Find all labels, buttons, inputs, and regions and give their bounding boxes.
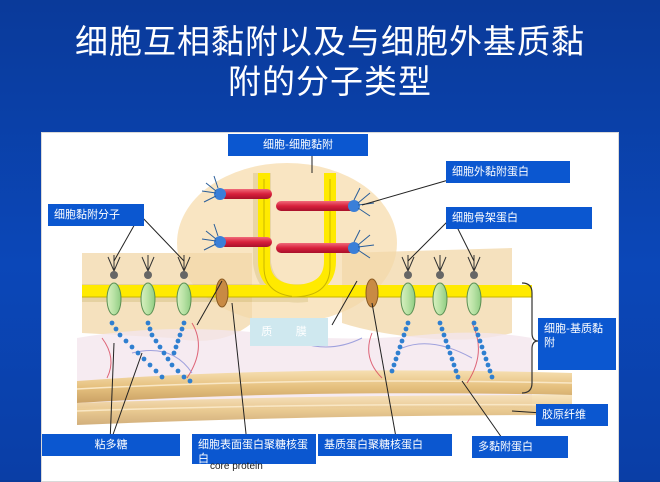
label-cell-surface-proteoglycan: 细胞表面蛋白聚糖核蛋白 [192, 434, 316, 465]
label-matrix: 质 膜 [250, 318, 328, 346]
collagen-fiber-1 [77, 370, 572, 403]
bridge-sugar-chains [201, 175, 375, 259]
left-adhesion-molecules [106, 255, 192, 316]
label-cytoskeletal-protein: 细胞骨架蛋白 [446, 207, 592, 229]
label-core-protein: core protein [210, 461, 263, 472]
label-cell-matrix-adhesion: 细胞-基质黏附 [538, 318, 616, 370]
right-adhesion-molecules [400, 255, 482, 316]
adhesion-diagram [76, 145, 573, 444]
label-matrix-proteoglycan: 基质蛋白聚糖核蛋白 [318, 434, 452, 456]
title-line-1: 细胞互相黏附以及与细胞外基质黏 [75, 22, 585, 61]
left-proteoglycan-core [215, 278, 229, 308]
label-cell-cell-adhesion: 细胞-细胞黏附 [228, 134, 368, 156]
label-collagen-fiber: 胶原纤维 [536, 404, 608, 426]
label-extracellular-adhesion-protein: 细胞外黏附蛋白 [446, 161, 570, 183]
adhesion-bridge-2a [220, 237, 272, 247]
bridge-caps [214, 188, 360, 254]
diagram-panel [41, 132, 619, 482]
adhesion-bridge-1b [276, 201, 356, 211]
label-glycocalyx: 粘多糖 [42, 434, 180, 456]
collagen-fiber-2 [77, 395, 572, 425]
adhesion-bridge-1a [220, 189, 272, 199]
bead-chains [109, 320, 495, 384]
slide-title: 细胞互相黏附以及与细胞外基质黏 附的分子类型 [0, 22, 660, 102]
label-cell-adhesion-molecule: 细胞黏附分子 [48, 204, 144, 226]
title-line-2: 附的分子类型 [228, 62, 432, 101]
label-multi-adhesion-protein: 多黏附蛋白 [472, 436, 568, 458]
right-proteoglycan-core [365, 278, 379, 308]
adhesion-bridge-2b [276, 243, 356, 253]
